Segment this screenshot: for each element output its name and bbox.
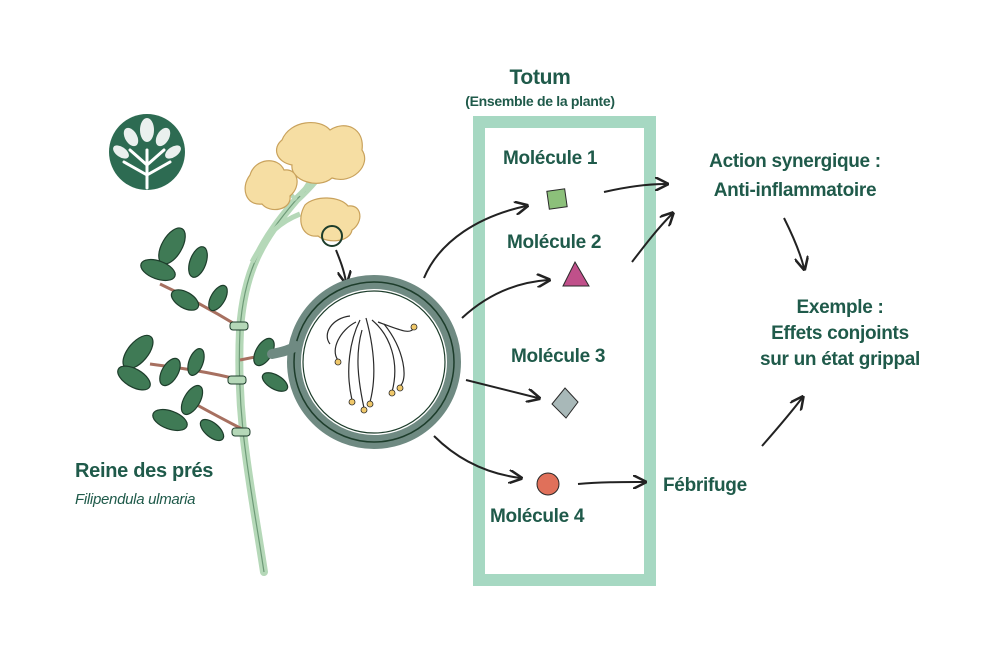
plant-latin-name: Filipendula ulmaria (75, 491, 196, 508)
arrow-molecule4-to-febrifuge (577, 482, 644, 484)
arrow-to-molecule-2 (461, 280, 548, 319)
plant-name: Reine des prés (75, 460, 214, 482)
totum-subtitle: (Ensemble de la plante) (465, 93, 615, 109)
magnifier-icon (267, 275, 461, 449)
arrow-action-to-example (783, 217, 804, 268)
example-line-3: sur un état grippal (759, 349, 921, 370)
action-value: Anti-inflammatoire (713, 180, 877, 201)
zoom-arrow (335, 249, 346, 282)
meadowsweet-plant (117, 122, 366, 576)
molecule-3-label: Molécule 3 (511, 346, 606, 367)
example-title: Exemple : (796, 297, 884, 318)
febrifuge-label: Fébrifuge (663, 475, 747, 496)
action-title: Action synergique : (709, 151, 881, 172)
tree-logo-icon (109, 114, 185, 190)
molecule-3-shape (551, 387, 579, 419)
arrow-febrifuge-to-example (761, 398, 802, 447)
molecule-1-shape (546, 188, 568, 210)
molecule-4-shape (536, 472, 560, 496)
arrow-to-molecule-1 (423, 206, 526, 279)
molecule-1-label: Molécule 1 (503, 148, 598, 169)
molecule-2-label: Molécule 2 (507, 232, 602, 253)
molecule-4-label: Molécule 4 (490, 506, 585, 527)
arrow-molecule1-to-action (603, 184, 666, 193)
arrow-to-molecule-4 (433, 435, 520, 478)
arrow-to-molecule-3 (465, 379, 538, 398)
molecule-2-shape (562, 260, 590, 287)
totum-box (473, 116, 656, 586)
example-line-2: Effets conjoints (771, 323, 909, 344)
arrow-molecule2-to-action (631, 214, 672, 263)
totum-title: Totum (509, 66, 571, 89)
